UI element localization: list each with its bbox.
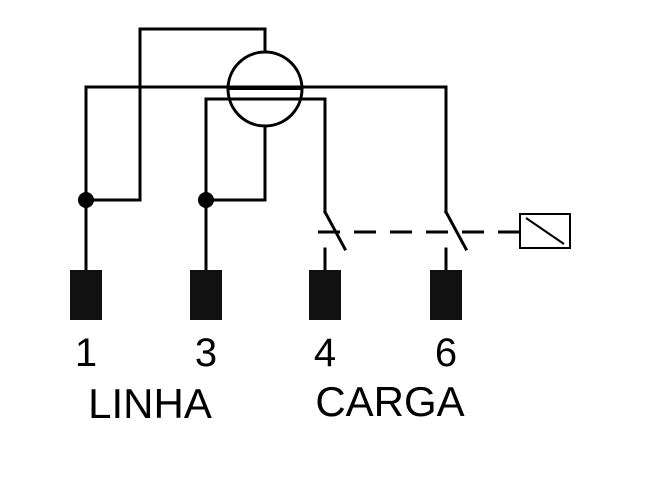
line-wire-1-to-6 bbox=[84, 85, 448, 214]
terminal-label-1: 1 bbox=[75, 331, 97, 375]
terminal-label-3: 3 bbox=[195, 331, 217, 375]
relay-coil-symbol bbox=[519, 213, 571, 249]
contact-6 bbox=[443, 209, 469, 274]
line-wire-3-to-4 bbox=[204, 97, 327, 214]
terminal-block-1 bbox=[70, 270, 102, 320]
terminal-label-6: 6 bbox=[435, 331, 457, 375]
line-group-label: LINHA bbox=[88, 380, 212, 427]
terminal-block-3 bbox=[190, 270, 222, 320]
loop-wire-terminal-3 bbox=[204, 124, 267, 202]
contact-4 bbox=[322, 209, 348, 274]
terminal-label-4: 4 bbox=[314, 331, 336, 375]
loop-wire-terminal-1 bbox=[84, 27, 267, 202]
load-group-label: CARGA bbox=[315, 378, 464, 425]
current-transformer bbox=[226, 50, 304, 128]
terminal-block-4 bbox=[309, 270, 341, 320]
terminal-block-6 bbox=[430, 270, 462, 320]
